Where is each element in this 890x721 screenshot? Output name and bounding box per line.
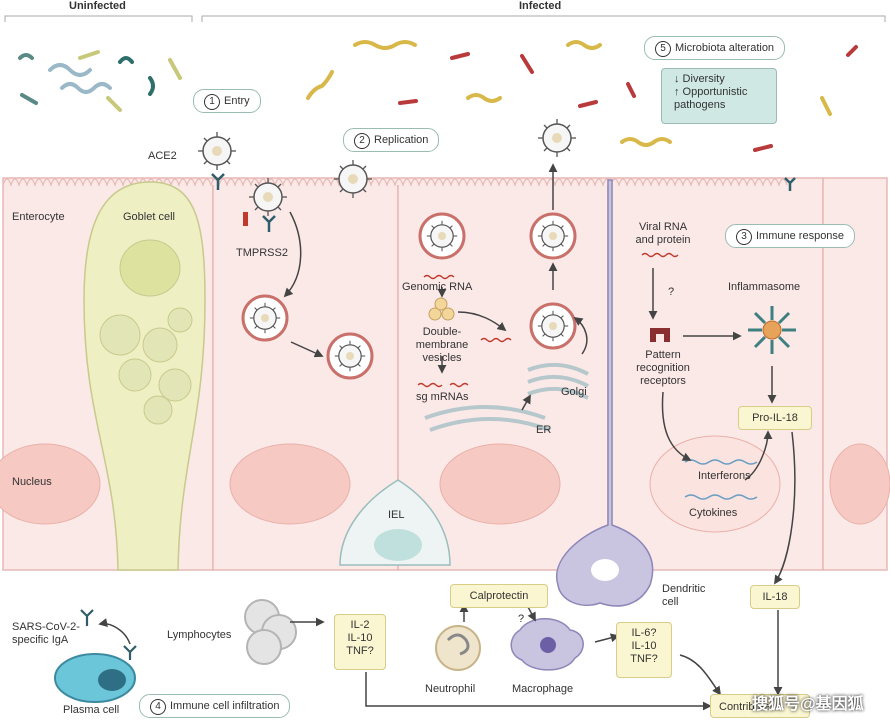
opportunistic-bacteria <box>306 40 858 152</box>
iga-antibody <box>80 609 137 660</box>
cytokines-label: Cytokines <box>689 507 738 519</box>
macrophage-cell <box>510 618 584 671</box>
dmv <box>428 297 455 321</box>
commensal-bacteria <box>18 50 182 112</box>
step-number: 3 <box>736 229 752 245</box>
neutrophil-label: Neutrophil <box>425 683 476 695</box>
plasma-label: Plasma cell <box>63 704 120 716</box>
rna-strands <box>417 252 679 388</box>
interferons-label: Interferons <box>698 470 751 482</box>
lymphocytes-cells <box>244 599 297 665</box>
step-label: Immune cell infiltration <box>170 700 280 712</box>
arrows <box>98 163 796 711</box>
tmprss2-label: TMPRSS2 <box>236 247 288 259</box>
inflammasome-label: Inflammasome <box>728 281 801 293</box>
step-microbiota: 5 Microbiota alteration <box>644 36 786 60</box>
question-mark-macrophage: ? <box>518 613 525 625</box>
ace2-receptors <box>211 173 796 232</box>
dendritic-label: Dendritic cell <box>662 583 706 608</box>
golgi-label: Golgi <box>561 386 587 398</box>
ace2-label: ACE2 <box>148 150 177 162</box>
header-brackets <box>4 15 886 22</box>
genomic-rna-label: Genomic RNA <box>402 281 473 293</box>
nuclei <box>0 435 890 533</box>
er-label: ER <box>536 424 552 436</box>
step-entry: 1 Entry <box>193 89 261 113</box>
infected-header: Infected <box>519 0 562 12</box>
il18-box: IL-18 <box>750 585 800 609</box>
inflammasome <box>748 306 796 354</box>
macrophage-label: Macrophage <box>512 683 574 695</box>
dna-strands <box>684 459 758 500</box>
er-golgi <box>424 362 589 432</box>
lymphocytes-label: Lymphocytes <box>167 629 232 641</box>
prr-label: Pattern recognition receptors <box>636 349 690 387</box>
neutrophil-cell <box>435 625 481 671</box>
watermark: 搜狐号@基因狐 <box>752 696 864 713</box>
dendritic-cell-shape <box>555 179 654 607</box>
sg-mrna-label: sg mRNAs <box>416 391 469 403</box>
step-label: Microbiota alteration <box>675 42 775 54</box>
sars-iga-label: SARS-CoV-2- specific IgA <box>12 621 80 646</box>
step-number: 4 <box>150 699 166 715</box>
nucleus-label: Nucleus <box>12 476 52 488</box>
effect-item: ↑ Opportunistic pathogens <box>674 86 748 111</box>
microvilli <box>2 178 788 187</box>
step-label: Entry <box>224 95 250 107</box>
uninfected-header: Uninfected <box>69 0 126 12</box>
il-box-lymphocytes: IL-2 IL-10 TNF? <box>334 614 386 670</box>
goblet-label: Goblet cell <box>123 211 175 223</box>
effect-item: ↓ Diversity <box>674 73 725 85</box>
step-immune-response: 3 Immune response <box>725 224 856 248</box>
step-immune-infiltration: 4 Immune cell infiltration <box>139 694 291 718</box>
iel-label: IEL <box>388 509 405 521</box>
dmv-label: Double- membrane vesicles <box>415 326 469 364</box>
tmprss2-protease <box>243 212 248 226</box>
viral-rna-label: Viral RNA and protein <box>635 221 691 246</box>
step-number: 5 <box>655 41 671 57</box>
prr-receptor <box>650 328 670 342</box>
enterocyte-label: Enterocyte <box>12 211 65 223</box>
contributes-box: Contributes <box>710 694 810 718</box>
microbiota-effects-box: ↓ Diversity ↑ Opportunistic pathogens <box>661 68 777 124</box>
step-label: Immune response <box>756 230 845 242</box>
step-label: Replication <box>374 134 429 146</box>
iel-cell <box>339 479 451 566</box>
question-mark: ? <box>668 286 675 298</box>
calprotectin-box: Calprotectin <box>450 584 548 608</box>
step-number: 2 <box>354 133 370 149</box>
plasma-cell-shape <box>54 653 136 703</box>
step-number: 1 <box>204 94 220 110</box>
pro-il18-box: Pro-IL-18 <box>738 406 812 430</box>
il-box-macrophage: IL-6? IL-10 TNF? <box>616 622 672 678</box>
step-replication: 2 Replication <box>343 128 440 152</box>
